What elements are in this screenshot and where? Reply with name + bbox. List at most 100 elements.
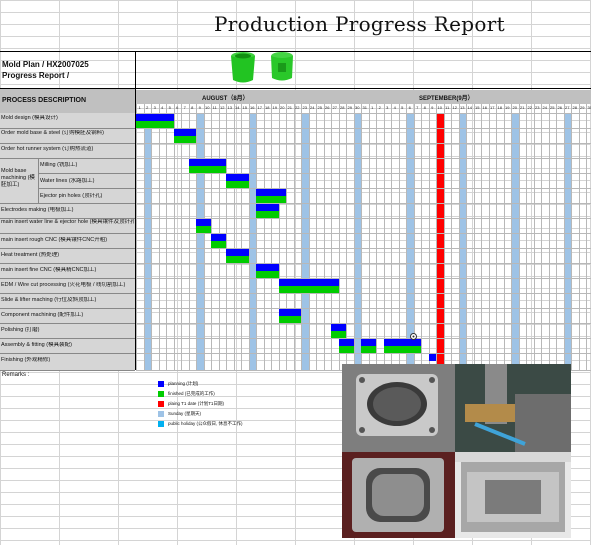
- legend-swatch: [158, 401, 164, 407]
- planning-bar: [173, 129, 196, 136]
- day-number: 29: [580, 105, 585, 110]
- grid-line: [136, 128, 591, 129]
- grid-line: [316, 104, 317, 370]
- grid-line: [136, 278, 591, 279]
- day-number: 30: [587, 105, 591, 110]
- assembled-mold-photo: [455, 452, 571, 538]
- move-cursor-icon: [410, 333, 417, 340]
- planning-bar: [338, 339, 354, 346]
- day-number: 22: [295, 105, 300, 110]
- legend: planning (计划) finished (已完成的工作) plaing T…: [158, 379, 243, 429]
- divider: [0, 218, 135, 219]
- divider: [0, 248, 135, 249]
- grid-line: [136, 188, 591, 189]
- day-number: 1: [371, 105, 374, 110]
- process-row-label: Order hot runner system (订购热流道): [1, 146, 94, 152]
- day-number: 12: [452, 105, 457, 110]
- grid-line: [511, 104, 512, 370]
- planning-bar: [383, 339, 406, 346]
- day-number: 19: [505, 105, 510, 110]
- divider: [0, 263, 135, 264]
- divider: [0, 51, 591, 52]
- grid-line: [166, 104, 167, 370]
- process-row-label: Mold design (模具设计): [1, 115, 58, 121]
- grid-line: [143, 104, 145, 370]
- grid-line: [361, 104, 362, 370]
- day-number: 8: [191, 105, 194, 110]
- grid-line: [421, 104, 422, 370]
- day-number: 24: [542, 105, 547, 110]
- sunday-column: [407, 113, 414, 370]
- grid-line: [413, 104, 415, 370]
- finished-bar: [211, 241, 226, 248]
- process-row-label: Assembly & fitting (模具装配): [1, 342, 72, 348]
- grid-line: [136, 104, 137, 370]
- planning-bar: [278, 279, 339, 286]
- day-number: 20: [280, 105, 285, 110]
- grid-line: [136, 338, 591, 339]
- day-number: 27: [332, 105, 337, 110]
- day-number: 5: [168, 105, 171, 110]
- divider: [38, 158, 39, 203]
- grid-line: [293, 104, 295, 370]
- day-number: 10: [205, 105, 210, 110]
- divider: [38, 173, 135, 174]
- planning-bar: [361, 339, 376, 346]
- sunday-column: [564, 113, 571, 370]
- grid-line: [518, 104, 520, 370]
- process-row-label: Mold base machining (模胚加工): [1, 168, 35, 188]
- grid-line: [286, 104, 287, 370]
- grid-line: [136, 263, 591, 264]
- day-number: 22: [527, 105, 532, 110]
- part-render-icon: [231, 52, 255, 83]
- divider: [135, 51, 136, 370]
- grid-line: [526, 104, 527, 370]
- process-row-label: Order mold base & steel (订购模胚及钢料): [1, 130, 104, 136]
- planning-bar: [331, 324, 346, 331]
- legend-item-sunday: Sunday (星期天): [158, 409, 243, 419]
- finished-bar: [188, 166, 226, 173]
- sunday-column: [197, 113, 204, 370]
- grid-line: [136, 248, 591, 249]
- planning-bar: [428, 354, 436, 361]
- grid-line: [301, 104, 302, 370]
- divider: [0, 158, 135, 159]
- process-subrow-label: Milling (铣加工): [40, 162, 78, 168]
- day-number: 17: [257, 105, 262, 110]
- process-row-label: Polishing (打磨): [1, 327, 40, 333]
- planning-bar: [211, 234, 226, 241]
- process-header-label: PROCESS DESCRIPTION: [2, 97, 87, 104]
- mold-plan-line2: Progress Report /: [2, 71, 70, 80]
- grid-line: [391, 104, 392, 370]
- grid-line: [136, 218, 591, 219]
- finished-bar: [226, 256, 249, 263]
- day-number: 9: [198, 105, 201, 110]
- day-number: 3: [386, 105, 389, 110]
- grid-line: [233, 104, 235, 370]
- remarks-label: Remarks :: [2, 372, 30, 378]
- grid-line: [571, 104, 572, 370]
- grid-line: [136, 203, 591, 204]
- sunday-column: [249, 113, 256, 370]
- grid-line: [136, 158, 591, 159]
- grid-line: [136, 353, 591, 354]
- grid-line: [496, 104, 497, 370]
- grid-line: [383, 104, 385, 370]
- grid-line: [563, 104, 565, 370]
- grid-line: [136, 233, 591, 234]
- finished-bar: [331, 331, 346, 338]
- planning-bar: [406, 339, 421, 346]
- legend-item-planning: planning (计划): [158, 379, 243, 389]
- grid-line: [136, 143, 591, 144]
- grid-line: [353, 104, 355, 370]
- legend-swatch: [158, 381, 164, 387]
- grid-line: [368, 104, 370, 370]
- month-august: AUGUST（8月）: [202, 96, 249, 102]
- day-number: 11: [445, 105, 450, 110]
- process-row-label: main insert fine CNC (模具精CNC加工): [1, 267, 97, 273]
- planning-bar: [136, 114, 174, 121]
- day-number: 20: [512, 105, 517, 110]
- legend-item-t1: plaing T1 date (计划T1日期): [158, 399, 243, 409]
- grid-line: [556, 104, 557, 370]
